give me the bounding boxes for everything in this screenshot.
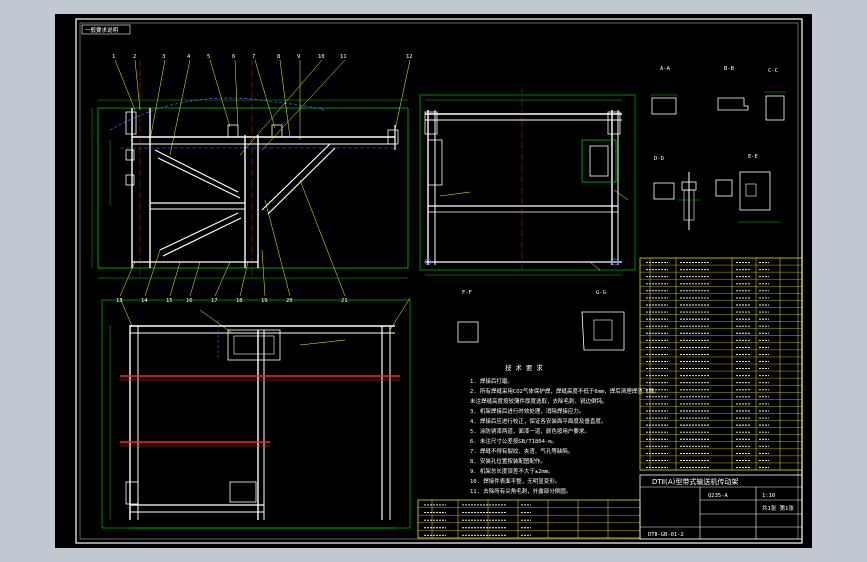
svg-text:G-G: G-G <box>596 290 606 296</box>
svg-text:16: 16 <box>186 298 193 304</box>
svg-text:4: 4 <box>187 54 191 60</box>
technical-requirements: 技 术 要 求 1. 焊接后打磨。 2. 所有焊缝采用CO2气体保护焊，焊缝高度… <box>470 363 659 495</box>
svg-text:3: 3 <box>162 54 165 60</box>
sheet-tag: 一般要求说明 <box>85 26 119 34</box>
svg-text:14: 14 <box>141 298 148 304</box>
svg-text:1. 焊接后打磨。: 1. 焊接后打磨。 <box>470 377 513 385</box>
svg-text:2. 所有焊缝采用CO2气体保护焊，焊缝高度不低于6mm，焊: 2. 所有焊缝采用CO2气体保护焊，焊缝高度不低于6mm，焊后清理焊渣飞溅。 <box>470 387 659 395</box>
svg-text:C-C: C-C <box>768 68 778 74</box>
svg-text:3. 机架焊接后进行时效处理，消除焊接应力。: 3. 机架焊接后进行时效处理，消除焊接应力。 <box>470 407 584 415</box>
svg-text:12: 12 <box>406 54 413 60</box>
svg-text:6: 6 <box>232 54 235 60</box>
svg-text:F-F: F-F <box>462 290 472 296</box>
section-labels: A-A B-B C-C D-D E-E F-F G-G <box>462 66 778 296</box>
svg-text:5: 5 <box>207 54 210 60</box>
svg-text:1: 1 <box>112 54 115 60</box>
svg-text:E-E: E-E <box>748 154 758 160</box>
callout-numbers: 1 2 3 4 5 6 7 8 9 10 11 12 13 14 15 16 1… <box>112 54 413 304</box>
svg-text:8. 安装孔位置按装配图配作。: 8. 安装孔位置按装配图配作。 <box>470 457 546 465</box>
revision-table <box>417 499 641 539</box>
svg-text:21: 21 <box>341 298 348 304</box>
svg-text:6. 未注尺寸公差按GB/T1804-m。: 6. 未注尺寸公差按GB/T1804-m。 <box>470 437 557 445</box>
svg-text:5. 涂防锈漆两道，面漆一道，颜色按用户要求。: 5. 涂防锈漆两道，面漆一道，颜色按用户要求。 <box>470 427 590 435</box>
sheet-count: 共1张 第1张 <box>762 504 794 512</box>
drawing-title: DTⅡ(A)型带式输送机传动架 <box>652 477 738 486</box>
sheet-tag-box <box>81 24 131 35</box>
svg-text:7. 焊缝不得有裂纹、夹渣、气孔等缺陷。: 7. 焊缝不得有裂纹、夹渣、气孔等缺陷。 <box>470 447 573 455</box>
drawing-number: DTⅡ-GB-01-2 <box>648 532 684 538</box>
tech-req-title: 技 术 要 求 <box>505 363 543 372</box>
svg-text:4. 焊接后应进行校正，保证各安装面平面度及垂直度。: 4. 焊接后应进行校正，保证各安装面平面度及垂直度。 <box>470 417 606 425</box>
svg-text:20: 20 <box>286 298 293 304</box>
svg-text:11. 去除所有尖角毛刺，外露部分倒圆。: 11. 去除所有尖角毛刺，外露部分倒圆。 <box>470 487 571 495</box>
svg-text:9: 9 <box>297 54 300 60</box>
svg-text:A-A: A-A <box>660 66 671 72</box>
side-view <box>419 88 636 276</box>
section-details <box>457 91 786 351</box>
svg-text:18: 18 <box>236 298 243 304</box>
svg-text:19: 19 <box>261 298 268 304</box>
material: Q235-A <box>708 493 729 499</box>
svg-text:D-D: D-D <box>654 156 664 162</box>
svg-text:15: 15 <box>166 298 173 304</box>
svg-text:7: 7 <box>252 54 255 60</box>
scale: 1:10 <box>762 493 775 499</box>
svg-text:未注焊缝高度按较薄件厚度选取，去除毛刺、锐边倒钝。: 未注焊缝高度按较薄件厚度选取，去除毛刺、锐边倒钝。 <box>470 397 608 405</box>
top-view <box>101 297 411 529</box>
title-block: DTⅡ(A)型带式输送机传动架 Q235-A 1:10 共1张 第1张 DTⅡ-… <box>639 474 803 540</box>
svg-text:13: 13 <box>116 298 123 304</box>
svg-text:11: 11 <box>340 54 347 60</box>
parts-list <box>639 257 803 471</box>
svg-text:9. 机架总长度误差不大于±2mm。: 9. 机架总长度误差不大于±2mm。 <box>470 467 554 475</box>
front-view <box>91 59 411 297</box>
svg-text:17: 17 <box>211 298 218 304</box>
svg-text:10. 焊接件表面平整，无明显变形。: 10. 焊接件表面平整，无明显变形。 <box>470 477 560 485</box>
svg-text:B-B: B-B <box>724 66 735 72</box>
svg-text:2: 2 <box>133 54 136 60</box>
svg-text:10: 10 <box>318 54 325 60</box>
svg-text:8: 8 <box>277 54 280 60</box>
